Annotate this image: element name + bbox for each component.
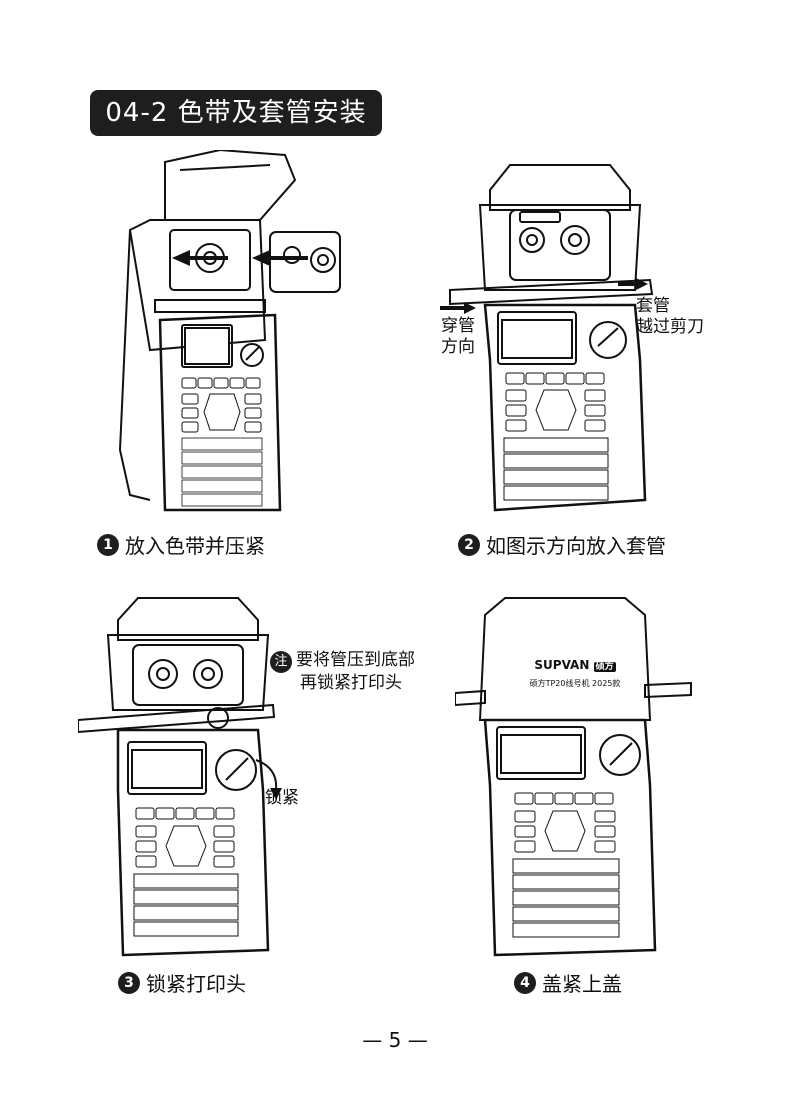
lock-label: 锁紧 [265, 788, 299, 808]
step-1-caption: 1 放入色带并压紧 [97, 530, 265, 559]
insert-direction-line-2: 方向 [441, 337, 475, 357]
over-cutter-label: 套管 越过剪刀 [636, 296, 704, 338]
over-cutter-line-2: 越过剪刀 [636, 317, 704, 337]
step-2-caption: 2 如图示方向放入套管 [458, 530, 666, 559]
model-line: 硕方TP20线号机 2025款 [529, 679, 621, 688]
section-title: 04-2 色带及套管安装 [90, 90, 382, 136]
page-number: — 5 — [362, 1028, 428, 1052]
step-3-text: 锁紧打印头 [146, 972, 246, 996]
printer-open-cassette-drawing [118, 150, 341, 512]
step-2-number: 2 [458, 533, 480, 556]
step-3-illustration [78, 590, 298, 960]
step-1-text: 放入色带并压紧 [125, 534, 265, 558]
lock-note-text-2: 再锁紧打印头 [300, 673, 402, 693]
brand-cn-badge: 硕方 [593, 662, 616, 672]
step-1-number: 1 [97, 533, 119, 556]
step-3-number: 3 [118, 971, 140, 994]
brand-line: SUPVAN 硕方 [525, 655, 625, 678]
step-2-text: 如图示方向放入套管 [486, 534, 666, 558]
insert-direction-label: 穿管 方向 [441, 316, 475, 358]
step-4-text: 盖紧上盖 [542, 972, 622, 996]
printer-insert-tube-drawing [440, 164, 654, 512]
insert-direction-line-1: 穿管 [441, 316, 475, 336]
step-4-illustration [455, 595, 695, 965]
brand-name: SUPVAN [534, 658, 590, 672]
printer-lock-head-drawing [78, 597, 282, 957]
lock-note-line-1: 注要将管压到底部 [270, 650, 415, 673]
over-cutter-line-1: 套管 [636, 296, 670, 316]
lock-note-text-1: 要将管压到底部 [296, 650, 415, 670]
printer-closed-lid-drawing [455, 597, 692, 957]
step-1-illustration [110, 150, 360, 520]
step-4-caption: 4 盖紧上盖 [514, 968, 622, 997]
lid-branding: SUPVAN 硕方 硕方TP20线号机 2025款 [525, 655, 625, 689]
step-2-illustration [440, 150, 690, 520]
lock-note: 注要将管压到底部 再锁紧打印头 [270, 650, 415, 694]
step-3-caption: 3 锁紧打印头 [118, 968, 246, 997]
note-badge-icon: 注 [270, 651, 292, 673]
step-4-number: 4 [514, 971, 536, 994]
